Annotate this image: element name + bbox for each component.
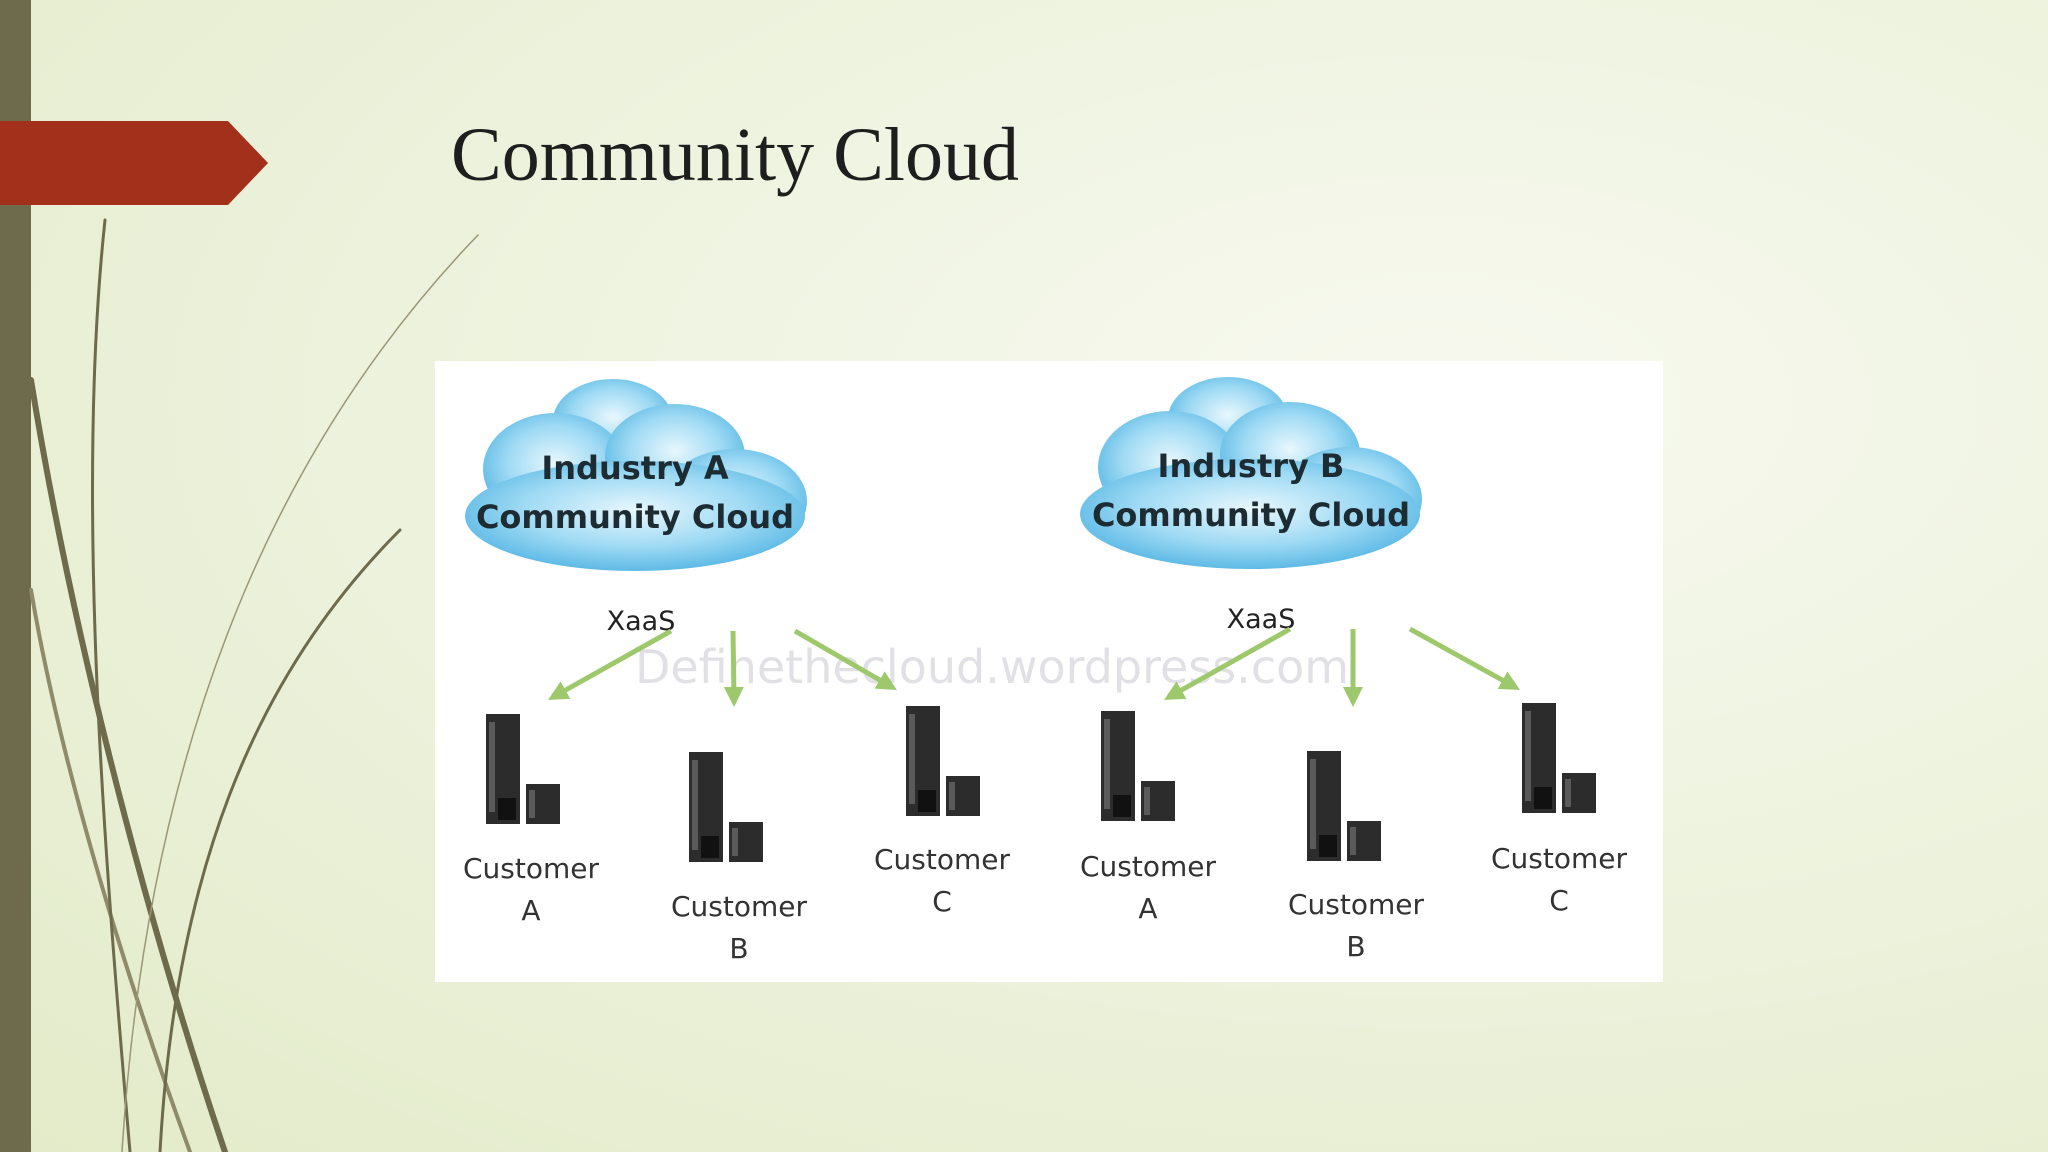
- server-icon: [689, 752, 763, 862]
- customer-label: Customer: [463, 852, 599, 885]
- customer-label: Customer: [1491, 842, 1627, 875]
- decorative-curves: [28, 218, 479, 1152]
- customer-letter: B: [1346, 930, 1365, 963]
- server-icon: [1307, 751, 1381, 861]
- customer-label: Customer: [874, 843, 1010, 876]
- customer-label: Customer: [671, 890, 807, 923]
- cloud-icon: [1080, 377, 1422, 569]
- server-icon: [906, 706, 980, 816]
- industry-b-cloud-subtitle: Community Cloud: [1092, 496, 1410, 534]
- arrow-down-icon: [1408, 626, 1520, 690]
- slide-title: Community Cloud: [451, 113, 1019, 197]
- arrow-down-icon: [723, 630, 744, 707]
- industry-b-cloud: Industry B Community Cloud XaaS: [1080, 377, 1422, 635]
- arrow-down-icon: [548, 628, 673, 700]
- server-icon: [1101, 711, 1175, 821]
- customer-letter: C: [1549, 884, 1569, 917]
- server-icon: [1522, 703, 1596, 813]
- customer-letter: A: [521, 894, 540, 927]
- industry-a-xaas-label: XaaS: [607, 606, 676, 637]
- community-cloud-diagram: Definethecloud.wordpress.com Industry A …: [435, 361, 1663, 982]
- industry-b-cloud-title: Industry B: [1158, 447, 1345, 485]
- title-accent-arrow: [0, 121, 268, 205]
- server-icon: [486, 714, 560, 824]
- watermark-text: Definethecloud.wordpress.com: [635, 640, 1349, 694]
- customer-label: Customer: [1080, 850, 1216, 883]
- industry-a-cloud-subtitle: Community Cloud: [476, 498, 794, 536]
- cloud-icon: [465, 379, 807, 571]
- industry-a-cloud: Industry A Community Cloud XaaS: [465, 379, 807, 637]
- customer-letter: A: [1138, 892, 1157, 925]
- customer-label: Customer: [1288, 888, 1424, 921]
- arrow-down-icon: [793, 628, 897, 691]
- arrow-down-icon: [1164, 626, 1292, 700]
- industry-a-cloud-title: Industry A: [541, 449, 729, 487]
- customer-letter: C: [932, 885, 952, 918]
- customer-letter: B: [729, 932, 748, 965]
